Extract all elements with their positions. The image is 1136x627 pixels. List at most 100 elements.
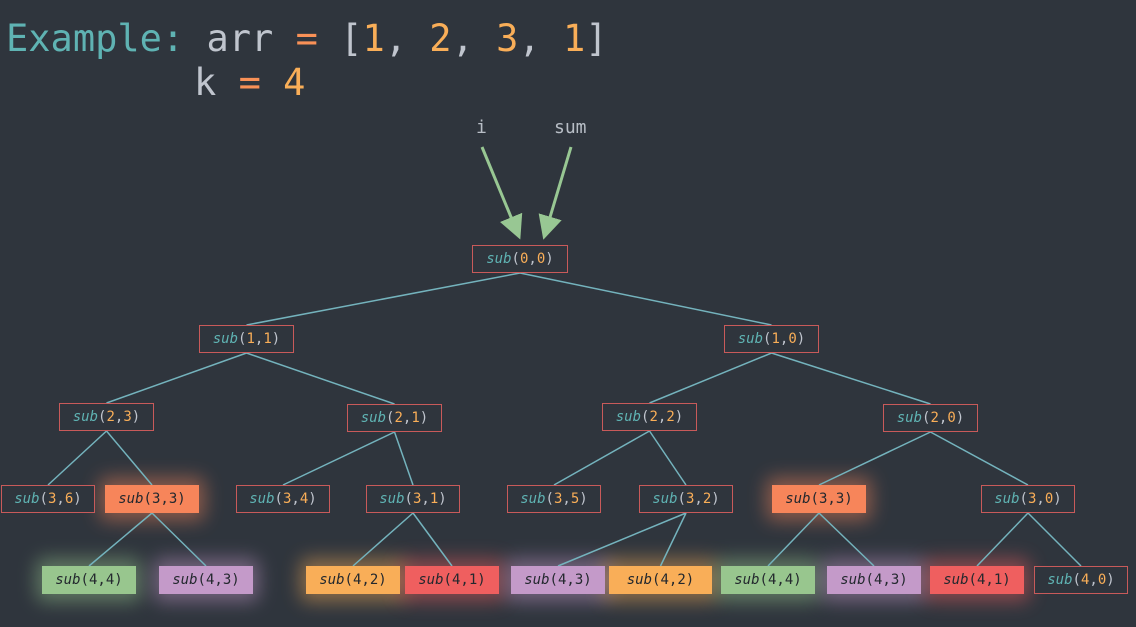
node-paren-close: )	[579, 491, 588, 507]
node-paren-close: )	[1053, 491, 1062, 507]
node-arg-i: 3	[685, 491, 695, 507]
node-arg-sum: 1	[429, 491, 439, 507]
node-paren-open: (	[404, 491, 413, 507]
node-arg-sum: 2	[702, 491, 712, 507]
tree-node: sub(2,3)	[59, 403, 154, 431]
node-fn-name: sub	[1047, 572, 1073, 588]
example-label: Example:	[6, 17, 185, 60]
node-arg-i: 2	[394, 410, 403, 426]
node-arg-i: 4	[451, 572, 461, 588]
node-fn-name: sub	[896, 410, 923, 426]
node-arg-i: 1	[246, 331, 255, 347]
node-comma: ,	[56, 491, 65, 507]
tree-edge	[771, 352, 931, 405]
node-paren-open: (	[143, 491, 152, 507]
node-paren-close: )	[796, 331, 806, 347]
node-comma: ,	[361, 572, 370, 588]
node-comma: ,	[460, 572, 469, 588]
node-paren-open: (	[652, 572, 661, 588]
tree-node: sub(4,2)	[306, 566, 400, 594]
node-comma: ,	[114, 409, 124, 425]
close-bracket: ]	[585, 17, 608, 60]
node-paren-open: (	[1019, 491, 1028, 507]
tree-edge	[557, 512, 687, 567]
node-paren-close: )	[477, 572, 486, 588]
tree-node: sub(2,0)	[883, 404, 978, 432]
tree-node: sub(3,1)	[366, 485, 460, 513]
param-i-label: i	[476, 117, 487, 138]
node-paren-open: (	[344, 572, 353, 588]
node-arg-sum: 1	[993, 572, 1003, 588]
node-paren-open: (	[549, 572, 558, 588]
node-comma: ,	[291, 491, 300, 507]
node-paren-open: (	[810, 491, 819, 507]
node-paren-close: )	[844, 491, 853, 507]
node-paren-close: )	[177, 491, 186, 507]
node-paren-open: (	[39, 491, 48, 507]
node-fn-name: sub	[524, 572, 550, 588]
node-comma: ,	[160, 491, 169, 507]
tree-edge	[106, 352, 247, 404]
node-paren-close: )	[271, 331, 281, 347]
node-paren-close: )	[419, 410, 429, 426]
node-paren-open: (	[865, 572, 874, 588]
node-fn-name: sub	[737, 331, 764, 347]
arr-value-3: 1	[562, 17, 586, 60]
tree-edge	[659, 512, 687, 567]
node-arg-i: 3	[151, 491, 161, 507]
node-arg-i: 3	[47, 491, 57, 507]
node-comma: ,	[938, 410, 948, 426]
node-comma: ,	[421, 491, 430, 507]
node-paren-open: (	[511, 251, 520, 267]
node-arg-sum: 3	[222, 572, 232, 588]
node-paren-open: (	[386, 410, 395, 426]
tree-node: sub(3,4)	[236, 485, 330, 513]
node-fn-name: sub	[55, 572, 81, 588]
tree-edge	[352, 512, 414, 567]
node-fn-name: sub	[172, 572, 198, 588]
tree-node: sub(4,1)	[930, 566, 1024, 594]
node-paren-close: )	[378, 572, 387, 588]
tree-node: sub(4,2)	[609, 566, 712, 594]
node-paren-close: )	[231, 572, 240, 588]
node-paren-close: )	[711, 491, 720, 507]
node-paren-close: )	[674, 409, 684, 425]
k-name: k	[194, 61, 217, 104]
tree-edge	[282, 431, 395, 486]
node-fn-name: sub	[520, 491, 546, 507]
node-paren-close: )	[899, 572, 908, 588]
node-arg-sum: 2	[369, 572, 379, 588]
node-paren-open: (	[759, 572, 768, 588]
tree-edge	[412, 512, 453, 567]
tree-edge	[151, 512, 207, 567]
tree-edge	[818, 431, 931, 486]
tree-node: sub(3,5)	[507, 485, 601, 513]
node-arg-i: 4	[88, 572, 98, 588]
node-paren-open: (	[274, 491, 283, 507]
tree-edge	[648, 430, 687, 486]
node-arg-sum: 0	[536, 251, 546, 267]
node-comma: ,	[402, 410, 412, 426]
arr-value-2: 3	[496, 17, 519, 60]
tree-node: sub(3,6)	[1, 485, 95, 513]
tree-edge	[519, 272, 772, 326]
tree-node: sub(1,1)	[199, 325, 294, 353]
node-arg-i: 3	[553, 491, 563, 507]
tree-node: sub(4,4)	[42, 566, 136, 594]
tree-node: sub(3,0)	[981, 485, 1075, 513]
node-arg-sum: 1	[411, 410, 420, 426]
node-arg-i: 4	[205, 572, 215, 588]
node-paren-open: (	[545, 491, 554, 507]
node-fn-name: sub	[379, 491, 405, 507]
node-fn-name: sub	[72, 409, 99, 425]
node-paren-close: )	[131, 409, 141, 425]
node-arg-sum: 2	[677, 572, 686, 588]
node-fn-name: sub	[486, 251, 512, 267]
node-fn-name: sub	[14, 491, 40, 507]
node-comma: ,	[566, 572, 575, 588]
tree-node: sub(1,0)	[724, 325, 819, 353]
node-arg-sum: 4	[105, 572, 115, 588]
node-arg-i: 1	[771, 331, 780, 347]
node-arg-i: 4	[352, 572, 362, 588]
node-arg-sum: 1	[263, 331, 272, 347]
